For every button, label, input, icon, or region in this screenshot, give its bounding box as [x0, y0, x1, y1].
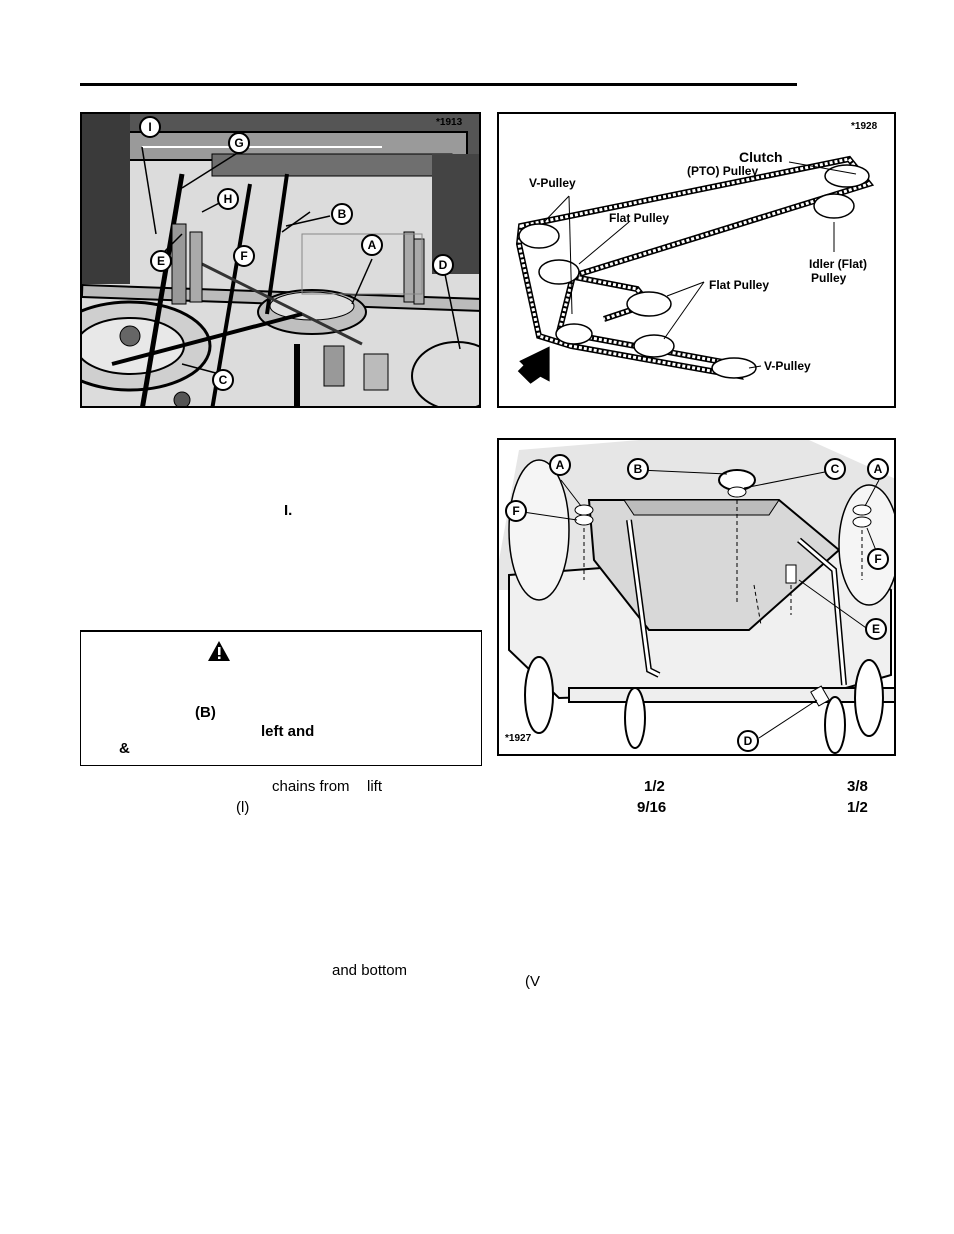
callout-a-left: A — [549, 454, 571, 476]
callout-d: D — [432, 254, 454, 276]
label-flat-pulley-1: Flat Pulley — [609, 211, 670, 225]
text-fragment-half-2: 1/2 — [847, 799, 868, 816]
callout-f: F — [233, 245, 255, 267]
label-idler-flat: Idler (Flat) — [809, 257, 868, 271]
figure-number: *1913 — [436, 117, 463, 128]
text-fragment-paren-v: (V — [525, 973, 540, 990]
warning-triangle-icon — [208, 641, 230, 661]
callout-d: D — [737, 730, 759, 752]
belt-photo-drawing — [82, 114, 479, 406]
callout-e: E — [150, 250, 172, 272]
figure-belt-photo: *1913 I G H B E F A D C — [80, 112, 481, 408]
warning-text-amp: & — [119, 740, 130, 757]
label-flat-pulley-2: Flat Pulley — [709, 278, 770, 292]
callout-a: A — [361, 234, 383, 256]
callout-c: C — [212, 369, 234, 391]
figure-mower-deck: A B C A F F E D *1927 — [497, 438, 896, 756]
text-fragment-three-eighths: 3/8 — [847, 778, 868, 795]
text-fragment-and-bottom: and bottom — [332, 962, 408, 979]
callout-a-right: A — [867, 458, 889, 480]
text-fragment-chains-from: chains from — [272, 778, 350, 795]
callout-b: B — [331, 203, 353, 225]
callout-e: E — [865, 618, 887, 640]
text-fragment-nine-sixteenths: 9/16 — [637, 799, 667, 816]
label-idler-pulley: Pulley — [811, 271, 847, 285]
callout-i: I — [139, 116, 161, 138]
callout-f-right: F — [867, 548, 889, 570]
label-v-pulley-bottom: V-Pulley — [764, 359, 811, 373]
label-pto-pulley: (PTO) Pulley — [687, 164, 759, 178]
callout-g: G — [228, 132, 250, 154]
text-fragment-i: I. — [284, 502, 293, 519]
figure-belt-routing: *1928 Clutch (PTO) Pulley V-Pulley Flat … — [497, 112, 896, 408]
figure-number: *1928 — [851, 121, 878, 132]
callout-b: B — [627, 458, 649, 480]
mower-deck-drawing — [499, 440, 894, 754]
label-v-pulley-top: V-Pulley — [529, 176, 576, 190]
callout-h: H — [217, 188, 239, 210]
warning-text-b: (B) — [195, 704, 216, 721]
text-fragment-paren-l: (l) — [236, 799, 250, 816]
callout-c: C — [824, 458, 846, 480]
text-fragment-half-1: 1/2 — [644, 778, 665, 795]
header-rule — [80, 83, 797, 86]
figure-number: *1927 — [505, 733, 532, 744]
belt-routing-drawing — [515, 155, 875, 384]
warning-box: (B) left and & — [80, 630, 482, 766]
text-fragment-lift: lift — [367, 778, 382, 795]
callout-f-left: F — [505, 500, 527, 522]
label-clutch: Clutch — [739, 149, 783, 165]
warning-text-left-and: left and — [261, 723, 315, 740]
warning-top-rule — [80, 630, 482, 632]
